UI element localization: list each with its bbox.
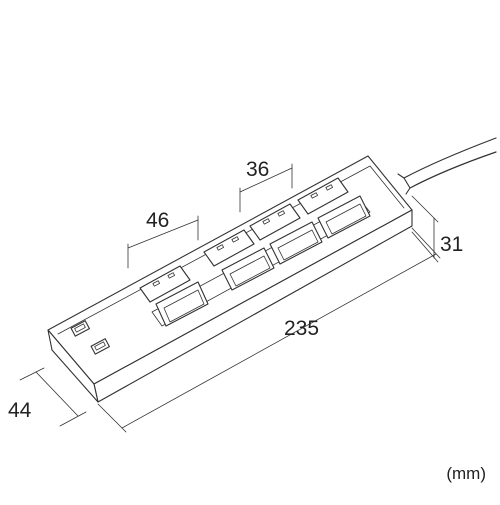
dim-label-44: 44 bbox=[8, 399, 32, 422]
power-cord bbox=[397, 137, 497, 195]
switches bbox=[155, 195, 371, 327]
dim-label-46: 46 bbox=[146, 209, 170, 232]
switch-3 bbox=[269, 221, 323, 265]
dimension-lines bbox=[19, 163, 441, 433]
dim-label-235: 235 bbox=[284, 317, 320, 340]
unit-label: (mm) bbox=[446, 464, 486, 483]
outlet-1 bbox=[139, 265, 191, 303]
dim-46-lines bbox=[127, 215, 199, 269]
outlets bbox=[139, 177, 349, 303]
usb-ports bbox=[70, 320, 110, 355]
dim-36-lines bbox=[239, 163, 293, 213]
dim-235-lines bbox=[97, 227, 441, 433]
switch-4 bbox=[317, 195, 371, 239]
switch-1 bbox=[155, 281, 209, 327]
outlet-4 bbox=[297, 177, 349, 215]
dim-44-lines bbox=[19, 367, 87, 427]
dim-label-31: 31 bbox=[440, 233, 464, 256]
dim-label-36: 36 bbox=[246, 158, 270, 181]
outlet-3 bbox=[249, 203, 301, 241]
switch-2 bbox=[221, 247, 275, 291]
outlet-2 bbox=[203, 229, 255, 267]
